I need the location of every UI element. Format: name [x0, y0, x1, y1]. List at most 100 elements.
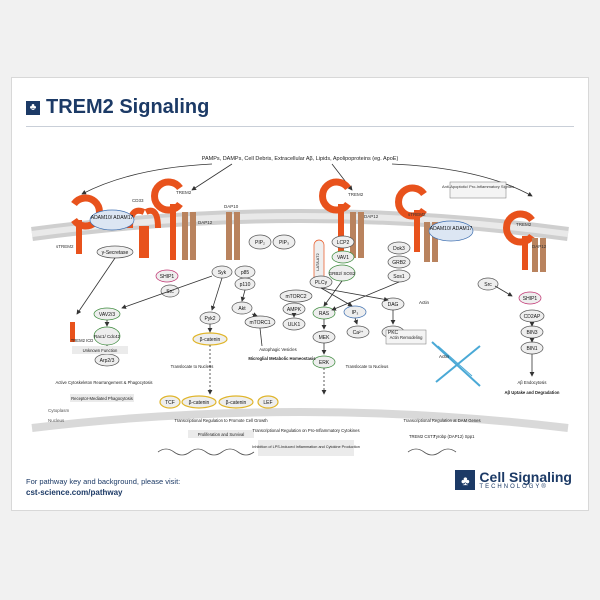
svg-text:DAP12: DAP12: [364, 214, 379, 219]
inhibition-lps-label: Inhibition of LPS-Induced Inflammation a…: [252, 445, 360, 449]
actin-top-label: Actin: [419, 300, 430, 305]
receptor-mediated-label: Receptor-Mediated Phagocytosis: [71, 396, 133, 401]
transcriptional-dam-label: Transcriptional Regulation at DAM Genes: [403, 418, 480, 423]
cytoplasm-label: Cytoplasm: [48, 408, 70, 413]
adam-right-node: ADAM10/ ADAM17: [430, 226, 473, 232]
ship1-left-node: SHIP1: [160, 274, 175, 280]
beta-catenin-cyto-node: β-catenin: [200, 337, 221, 343]
translocate-2-label: Translocate to Nucleus: [346, 364, 389, 369]
trem2-left-receptor: TREM2 DAP12: [151, 178, 213, 260]
footer-text: For pathway key and background, please v…: [26, 476, 180, 498]
ampk-node: AMPK: [287, 307, 302, 313]
trem2-icd-fragment: [70, 322, 75, 342]
src-left-node: Src: [166, 289, 174, 295]
transcriptional-cell-label: Transcriptional Regulation to Promote Ce…: [174, 418, 268, 423]
footer-url-link[interactable]: cst-science.com/pathway: [26, 488, 123, 497]
translocate-1-label: Translocate to Nucleus: [171, 364, 214, 369]
svg-text:CD33: CD33: [132, 198, 144, 203]
ip3-node: IP₃: [352, 310, 359, 316]
svg-text:TREM2: TREM2: [348, 192, 364, 197]
nucleus-label: Nucleus: [48, 418, 65, 423]
lef-node: LEF: [263, 400, 272, 406]
ab-endocytosis-label: Aβ Endocytosis: [518, 380, 547, 385]
trem2-right-receptor: TREM2 DAP12: [503, 210, 547, 272]
svg-text:TREM2: TREM2: [176, 190, 192, 195]
title-divider: [26, 126, 574, 127]
title-row: ♣ TREM2 Signaling: [26, 96, 209, 119]
pip3-node: PIP₃: [279, 240, 289, 246]
pathway-diagram: Cytoplasm Nucleus PAMPs, DAMPs, Cell Deb…: [31, 156, 569, 456]
pkc-node: PKC: [388, 330, 399, 336]
p85-node: p85: [241, 270, 250, 276]
trem2-middle-receptor: TREM2 DAP12: [319, 178, 379, 258]
brand-name: Cell Signaling: [479, 469, 572, 485]
brand-sub: TECHNOLOGY®: [479, 484, 548, 490]
plcg-node: PLCγ: [315, 280, 328, 286]
svg-text:sTREM2: sTREM2: [408, 212, 426, 217]
svg-text:sTREM2: sTREM2: [56, 244, 74, 249]
adam-left-node: ADAM10/ ADAM17: [91, 215, 134, 221]
autophagic-label: Autophagic Vesicles: [259, 347, 296, 352]
nuclear-membrane: [31, 408, 569, 432]
p110-node: p110: [240, 282, 251, 288]
microglial-label: Microglial Metabolic Homeostasis: [248, 356, 316, 361]
mtorc2-node: mTORC2: [285, 294, 306, 300]
akt-node: Akt: [238, 306, 246, 312]
gamma-secretase-node: γ-Secretase: [102, 250, 129, 256]
cd2ap-node: CD2AP: [524, 314, 541, 320]
src-right-node: Src: [484, 282, 492, 288]
ca-node: Ca²⁺: [353, 330, 364, 336]
actin-filament-icon: [431, 341, 481, 387]
ab-uptake-label: Aβ Uptake and Degradation: [505, 390, 560, 395]
dok3-node: Dok3: [393, 246, 405, 252]
actin-right-label: Actin: [439, 354, 450, 359]
cst-logo-icon: ♣: [455, 470, 476, 490]
svg-text:DAP12: DAP12: [198, 220, 213, 225]
dna-icon: [407, 448, 457, 456]
sos1-node: Sos1: [393, 274, 405, 280]
bin3-node: BIN3: [526, 330, 537, 336]
dam-genes-b-label: Tyrobp (DAP12) Spp1: [434, 434, 476, 439]
pip2-node: PIP₂: [255, 240, 265, 246]
dap10-receptor: DAP10: [224, 204, 240, 260]
mtorc1-node: mTORC1: [249, 320, 270, 326]
dag-node: DAG: [388, 302, 399, 308]
beta-catenin-nuclear-2-node: β-catenin: [226, 400, 247, 406]
mek-node: MEK: [319, 335, 331, 341]
unknown-function-label: Unknown Function: [83, 348, 118, 353]
proliferation-label: Proliferation and Survival: [198, 432, 245, 437]
ligands-label: PAMPs, DAMPs, Cell Debris, Extracellular…: [202, 156, 399, 162]
lat-lat2-node: LAT/LAT2: [315, 253, 320, 271]
page-title: TREM2 Signaling: [46, 96, 210, 118]
lcp2-node: LCP2: [337, 240, 350, 246]
arp23-node: Arp2/3: [100, 358, 115, 364]
ulk1-node: ULK1: [288, 322, 301, 328]
anti-apoptotic-label: Anti-Apoptotic/ Pro-Inflammatory Signals: [442, 184, 514, 189]
beta-catenin-nuclear-1-node: β-catenin: [189, 400, 210, 406]
rac1-cdc42-node: Rac1/ Cdc42: [94, 334, 121, 339]
poster-card: ♣ TREM2 Signaling Cytoplasm Nucleus PAMP…: [12, 78, 588, 510]
pyk2-node: Pyk2: [204, 316, 215, 322]
vav1-node: VAV1: [337, 255, 349, 261]
svg-text:DAP10: DAP10: [224, 204, 239, 209]
actin-remodeling-label: Actin Remodeling: [390, 335, 423, 340]
footer-line: For pathway key and background, please v…: [26, 477, 181, 486]
cst-brand: ♣ Cell Signaling TECHNOLOGY®: [455, 470, 572, 490]
ship1-right-node: SHIP1: [523, 296, 538, 302]
trem2-icd-label: TREM2 ICD: [71, 338, 94, 343]
active-cyto-label: Active Cytoskeleton Rearrangement & Phag…: [55, 380, 152, 385]
svg-text:DAP12: DAP12: [532, 244, 547, 249]
bin1-node: BIN1: [526, 346, 537, 352]
grb2-sos2-node: GRB2/ SOS2: [329, 271, 356, 276]
tree-logo-icon: ♣: [26, 100, 40, 115]
erk-node: ERK: [319, 360, 330, 366]
vav23-node: VAV2/3: [99, 312, 115, 318]
ras-node: RAS: [319, 311, 330, 317]
syk-node: Syk: [218, 270, 227, 276]
tcf-node: TCF: [165, 400, 175, 406]
grb2-node: GRB2: [392, 260, 406, 266]
transcriptional-pro-label: Transcriptional Regulation on Pro-Inflam…: [252, 428, 359, 433]
dam-genes-a-label: TREM2 CST7: [409, 434, 436, 439]
svg-text:TREM2: TREM2: [516, 222, 532, 227]
dna-icon: [157, 448, 255, 456]
